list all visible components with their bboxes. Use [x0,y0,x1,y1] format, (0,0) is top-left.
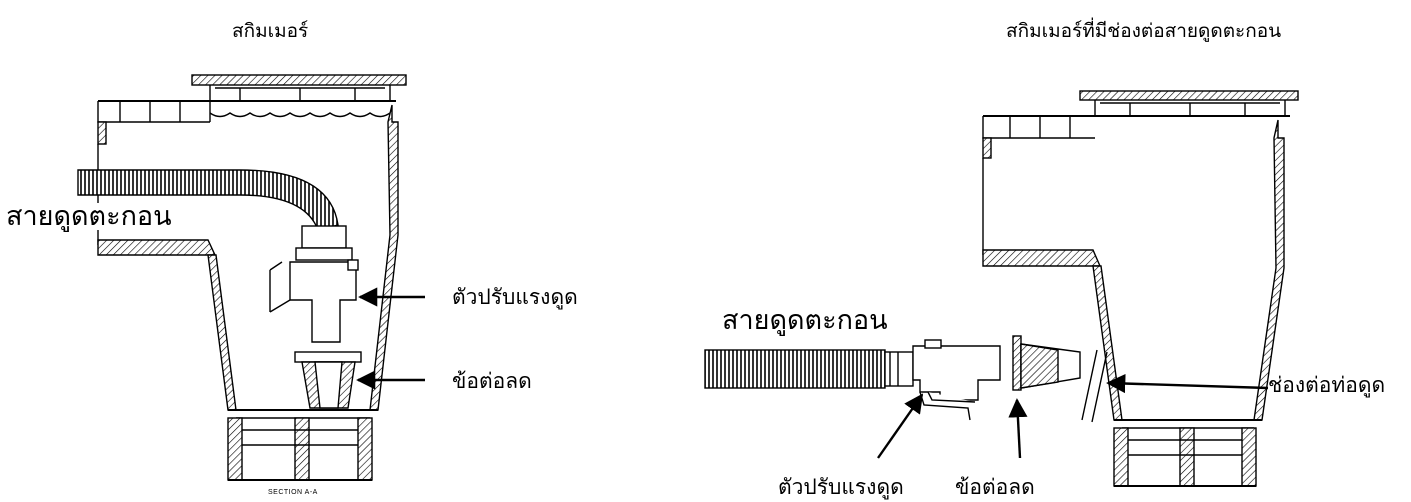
right-port-label: ช่องต่อท่อดูด [1268,373,1386,397]
left-adapter [294,351,362,409]
left-adapter-label: ข้อต่อลด [452,369,532,393]
left-title: สกิมเมอร์ [232,20,309,42]
right-regulator [884,339,1001,421]
right-title: สกิมเมอร์ที่มีช่องต่อสายดูดตะกอน [1006,20,1282,42]
left-hose-label: สายดูดตะกอน [6,201,172,232]
right-hose [704,349,886,389]
right-hose-label: สายดูดตะกอน [722,305,888,336]
right-adapter-arrow [1008,398,1028,459]
right-adapter-label: ข้อต่อลด [955,475,1035,499]
right-adapter [1012,335,1081,391]
left-skimmer-body [97,74,407,481]
left-regulator [269,225,359,343]
right-skimmer-body [982,90,1299,487]
section-caption: SECTION A-A [268,489,318,496]
left-hose [77,169,339,231]
right-port-arrow [1106,373,1269,394]
right-regulator-arrow [877,393,924,459]
right-regulator-label: ตัวปรับแรงดูด [778,475,904,499]
left-regulator-label: ตัวปรับแรงดูด [452,285,578,309]
